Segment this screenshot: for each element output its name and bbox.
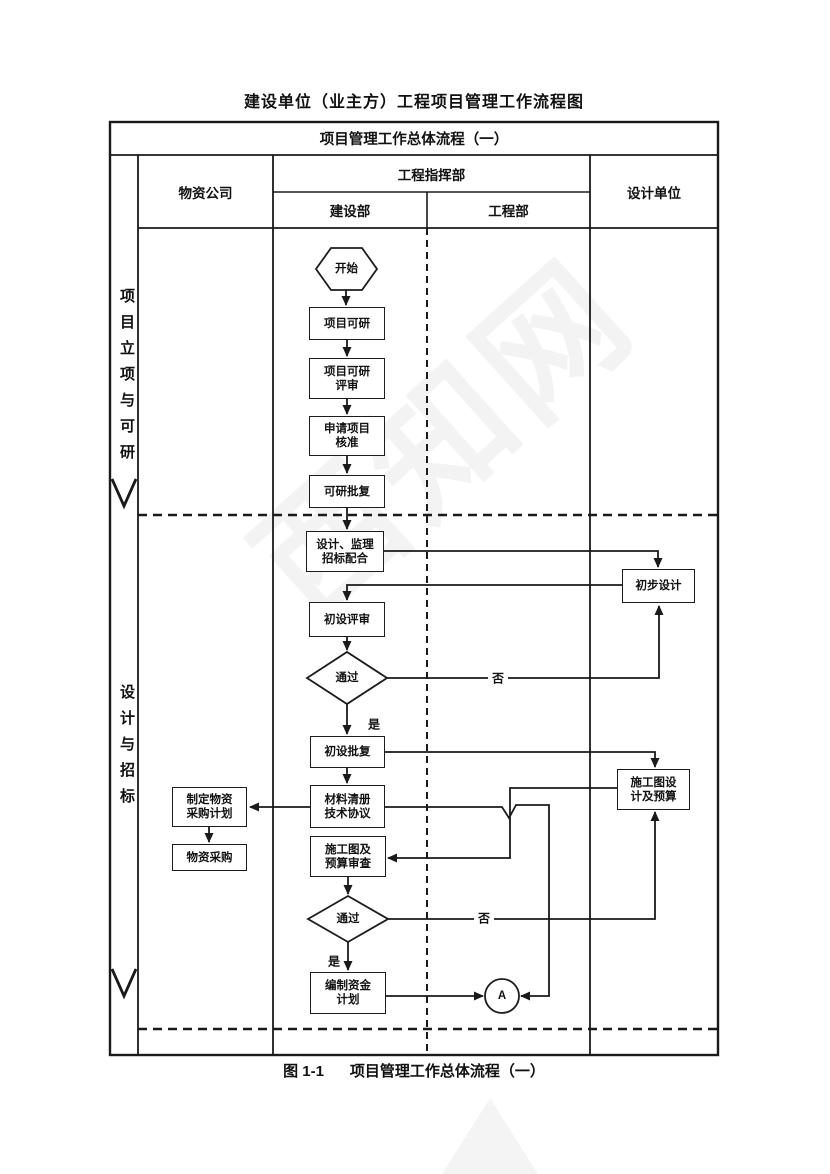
phase-label-design-bidding: 设计与招标 [118, 684, 135, 814]
page-title: 建设单位（业主方）工程项目管理工作流程图 [243, 94, 584, 111]
header-engineering-dept: 工程部 [488, 204, 529, 219]
header-construction-dept: 建设部 [329, 204, 371, 219]
edge-label-no-2: 否 [473, 909, 495, 927]
edge-label-yes-2: 是 [327, 954, 341, 969]
header-design-unit: 设计单位 [627, 185, 681, 201]
phase-label-initiation-feasibility: 项目立项与可研 [118, 288, 135, 470]
figure-caption-number: 图 1-1 [283, 1063, 324, 1080]
node-material-list-technical-agreement: 材料清册 技术协议 [310, 785, 385, 828]
watermark-logo [408, 1098, 572, 1174]
edge-bidding-to-preliminary-design [384, 550, 663, 568]
node-construction-drawing-budget-review: 施工图及 预算审查 [310, 836, 386, 877]
node-apply-project-approval: 申请项目 核准 [309, 416, 385, 456]
node-fund-plan: 编制资金 计划 [310, 972, 386, 1014]
band-title: 项目管理工作总体流程（一） [319, 132, 509, 148]
header-materials-company: 物资公司 [178, 185, 233, 201]
table-outer-border [108, 120, 720, 1057]
phase-chevron-2 [110, 968, 138, 1000]
node-construction-drawing-design-budget: 施工图设 计及预算 [617, 769, 690, 810]
node-project-feasibility: 项目可研 [309, 307, 385, 340]
header-command-center: 工程指挥部 [397, 167, 466, 183]
edge-label-yes-1: 是 [367, 717, 381, 732]
node-preliminary-design-approval: 初设批复 [310, 736, 385, 768]
flow-shapes [305, 247, 520, 1014]
node-material-procurement-plan: 制定物资 采购计划 [172, 787, 247, 827]
figure-caption: 图 1-1 项目管理工作总体流程（一） [110, 1060, 718, 1081]
node-material-procurement: 物资采购 [172, 844, 247, 871]
edge-material-list-to-connector-a [385, 804, 550, 1001]
decision-pass-1 [305, 650, 389, 706]
swimlane-table [108, 120, 720, 1057]
connector-a-circle [484, 978, 520, 1014]
edge-preliminary-reply-to-drawing-design [385, 751, 660, 768]
flow-connectors [204, 290, 664, 1001]
node-preliminary-design-review: 初设评审 [309, 602, 385, 637]
edge-label-no-1: 否 [487, 669, 509, 687]
edge-pass1-no-to-preliminary-design [387, 605, 664, 679]
edge-preliminary-design-to-review [342, 584, 622, 601]
decision-pass-2 [306, 894, 390, 944]
node-feasibility-review: 项目可研 评审 [309, 358, 385, 399]
figure-caption-text: 项目管理工作总体流程（一） [349, 1063, 545, 1080]
start-hexagon [314, 247, 379, 291]
edge-pass2-no-to-drawing-design [388, 811, 660, 920]
node-design-supervision-bidding: 设计、监理 招标配合 [306, 531, 384, 572]
phase-chevron-1 [110, 478, 138, 510]
node-feasibility-approval: 可研批复 [309, 475, 385, 508]
node-preliminary-design: 初步设计 [622, 569, 695, 603]
edge-drawing-design-to-budget-review [387, 787, 617, 863]
phase-chevrons [110, 478, 138, 1000]
